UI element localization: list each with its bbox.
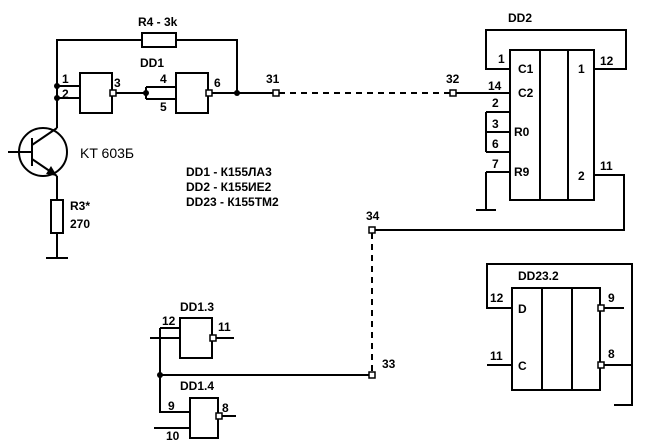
dd13-pin-12: 12 (162, 314, 176, 328)
r3-value: 270 (70, 217, 90, 231)
dd232-label: DD23.2 (518, 269, 559, 283)
terminal-33-label: 33 (382, 357, 396, 371)
dd2-pin-12: 12 (600, 54, 614, 68)
parts-list-item: DD2 - К155ИЕ2 (186, 180, 272, 194)
dd1-gate-2 (143, 72, 276, 114)
dd2-out-2: 2 (578, 169, 585, 183)
dd2-pin-14: 14 (488, 79, 502, 93)
dd14-pin-10: 10 (166, 429, 180, 443)
terminal-34-label: 34 (366, 209, 380, 223)
dd232-pin-8: 8 (608, 347, 615, 361)
dd2-c2: C2 (518, 86, 534, 100)
dd232-pin-11: 11 (490, 349, 503, 363)
dd1-pin-1: 1 (62, 72, 69, 86)
dd1-pin-2: 2 (62, 87, 69, 101)
dd13-pin-11: 11 (218, 320, 231, 334)
terminal-31 (272, 89, 280, 97)
r4-label: R4 - 3k (138, 15, 178, 29)
dd1-pin-3: 3 (114, 76, 121, 90)
dd2-pin-3: 3 (492, 117, 499, 131)
terminal-32 (449, 89, 457, 97)
dd13-label: DD1.3 (180, 300, 214, 314)
gate-dd1-4 (154, 397, 236, 439)
parts-list-item: DD23 - К155ТМ2 (186, 195, 279, 209)
counter-dd2 (372, 29, 627, 231)
dd2-c1: C1 (518, 62, 534, 76)
dd232-pin-9: 9 (608, 291, 615, 305)
dd1-pin-5: 5 (160, 100, 167, 114)
dd232-c: C (518, 359, 527, 373)
terminal-33 (368, 371, 376, 379)
terminal-31-label: 31 (266, 72, 280, 86)
dd2-pin-1: 1 (498, 52, 505, 66)
dd2-r9: R9 (514, 165, 530, 179)
dd2-label: DD2 (508, 11, 532, 25)
dd1-pin-4: 4 (160, 72, 167, 86)
dd2-out-1: 1 (578, 62, 585, 76)
terminal-32-label: 32 (446, 72, 460, 86)
dd2-pin-11: 11 (600, 159, 613, 173)
transistor-label: KT 603Б (80, 145, 134, 161)
dd232-d: D (518, 302, 527, 316)
dd2-r0: R0 (514, 125, 530, 139)
dd14-label: DD1.4 (180, 379, 214, 393)
dd2-pin-7: 7 (492, 157, 499, 171)
resistor-r3 (46, 199, 68, 259)
gate-dd1-3 (150, 317, 369, 413)
resistor-r4 (56, 32, 238, 98)
dd1-label: DD1 (140, 56, 164, 70)
transistor-kt603 (8, 98, 68, 200)
r3-label: R3* (70, 199, 90, 213)
dd1-pin-6: 6 (214, 76, 221, 90)
dd2-pin-6: 6 (492, 137, 499, 151)
terminal-34 (368, 226, 376, 234)
dd14-pin-9: 9 (168, 399, 175, 413)
parts-list-item: DD1 - К155ЛА3 (186, 165, 272, 179)
dd14-pin-8: 8 (222, 401, 229, 415)
flipflop-dd23-2 (486, 263, 633, 406)
dd1-gate-1 (54, 72, 146, 114)
dd2-pin-2: 2 (492, 96, 499, 110)
dd232-pin-12: 12 (490, 291, 504, 305)
